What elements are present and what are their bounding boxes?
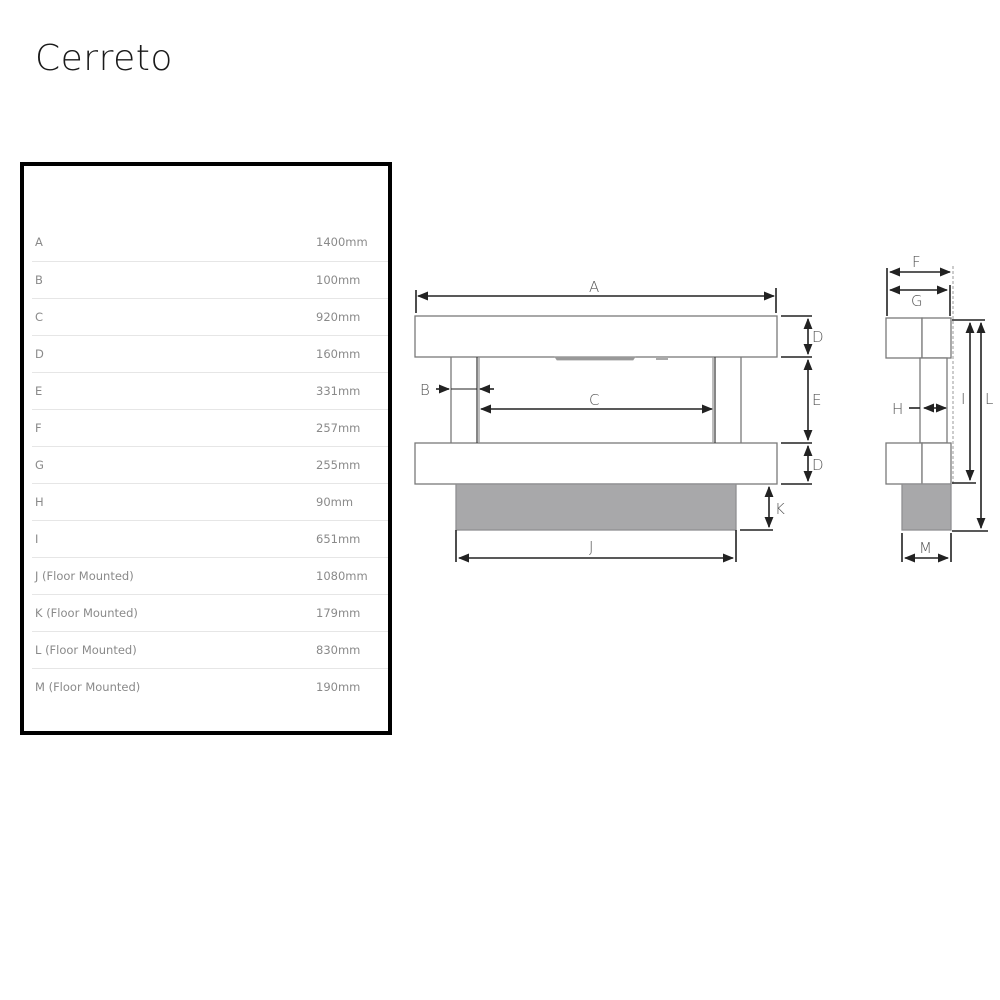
- label-J: J: [589, 538, 593, 556]
- dimension-value: 1080mm: [316, 568, 368, 583]
- dimension-label: J (Floor Mounted): [35, 568, 134, 583]
- side-view-dimensions: [886, 267, 988, 563]
- side-view-labels: F G H I L M: [892, 253, 993, 557]
- label-F: F: [912, 253, 921, 271]
- front-view: [414, 315, 778, 531]
- table-row: L (Floor Mounted) 830mm: [32, 631, 388, 668]
- dimension-label: I: [35, 531, 39, 546]
- dimension-value: 920mm: [316, 309, 361, 324]
- side-view: [885, 266, 954, 531]
- dimension-value: 1400mm: [316, 235, 368, 250]
- label-B: B: [420, 381, 430, 399]
- dimension-label: H: [35, 494, 44, 509]
- table-row: B 100mm: [32, 261, 388, 298]
- label-K: K: [775, 500, 785, 518]
- dimension-label: C: [35, 309, 44, 324]
- dimensions-table-panel: A 1400mm B 100mm C 920mm D 160mm E 331mm F 257…: [20, 162, 392, 735]
- dimension-label: L (Floor Mounted): [35, 642, 137, 657]
- dimension-value: 255mm: [316, 457, 361, 472]
- table-row: F 257mm: [32, 409, 388, 446]
- label-I: I: [961, 390, 965, 408]
- dimension-label: G: [35, 457, 44, 472]
- dimension-label: M (Floor Mounted): [35, 679, 141, 694]
- top-shelf-outline: [414, 315, 778, 358]
- table-row: E 331mm: [32, 372, 388, 409]
- table-row: G 255mm: [32, 446, 388, 483]
- dimension-label: E: [35, 383, 43, 398]
- label-D-top: D: [812, 328, 824, 346]
- dimension-value: 90mm: [316, 494, 354, 509]
- label-H: H: [892, 400, 903, 418]
- table-row: M (Floor Mounted) 190mm: [32, 668, 388, 705]
- plinth: [455, 483, 737, 531]
- dimension-value: 651mm: [316, 531, 361, 546]
- bottom-shelf-outline: [414, 442, 778, 485]
- dimension-value: 190mm: [316, 679, 361, 694]
- table-row: D 160mm: [32, 335, 388, 372]
- dimension-value: 257mm: [316, 420, 361, 435]
- side-plinth: [901, 483, 952, 531]
- dimension-label: B: [35, 272, 43, 287]
- dimension-value: 100mm: [316, 272, 361, 287]
- label-C: C: [589, 391, 599, 409]
- dimension-value: 179mm: [316, 605, 361, 620]
- label-G: G: [911, 292, 923, 310]
- table-row: A 1400mm: [32, 224, 388, 261]
- table-row: C 920mm: [32, 298, 388, 335]
- dimension-label: A: [35, 235, 43, 250]
- table-row: H 90mm: [32, 483, 388, 520]
- table-row: K (Floor Mounted) 179mm: [32, 594, 388, 631]
- dimension-label: F: [35, 420, 42, 435]
- label-M: M: [919, 539, 932, 557]
- table-row: J (Floor Mounted) 1080mm: [32, 557, 388, 594]
- dimension-value: 830mm: [316, 642, 361, 657]
- dimension-value: 160mm: [316, 346, 361, 361]
- dimension-label: D: [35, 346, 44, 361]
- label-E: E: [812, 391, 821, 409]
- page-title: Cerreto: [35, 38, 173, 79]
- label-A: A: [589, 278, 599, 296]
- dimensions-table: A 1400mm B 100mm C 920mm D 160mm E 331mm F 257…: [32, 224, 388, 705]
- front-view-dimensions: [415, 288, 813, 563]
- label-L: L: [985, 390, 993, 408]
- dimension-value: 331mm: [316, 383, 361, 398]
- label-D-bottom: D: [812, 456, 824, 474]
- dimension-label: K (Floor Mounted): [35, 605, 138, 620]
- table-row: I 651mm: [32, 520, 388, 557]
- front-view-labels: A B C D E D K J: [420, 278, 824, 556]
